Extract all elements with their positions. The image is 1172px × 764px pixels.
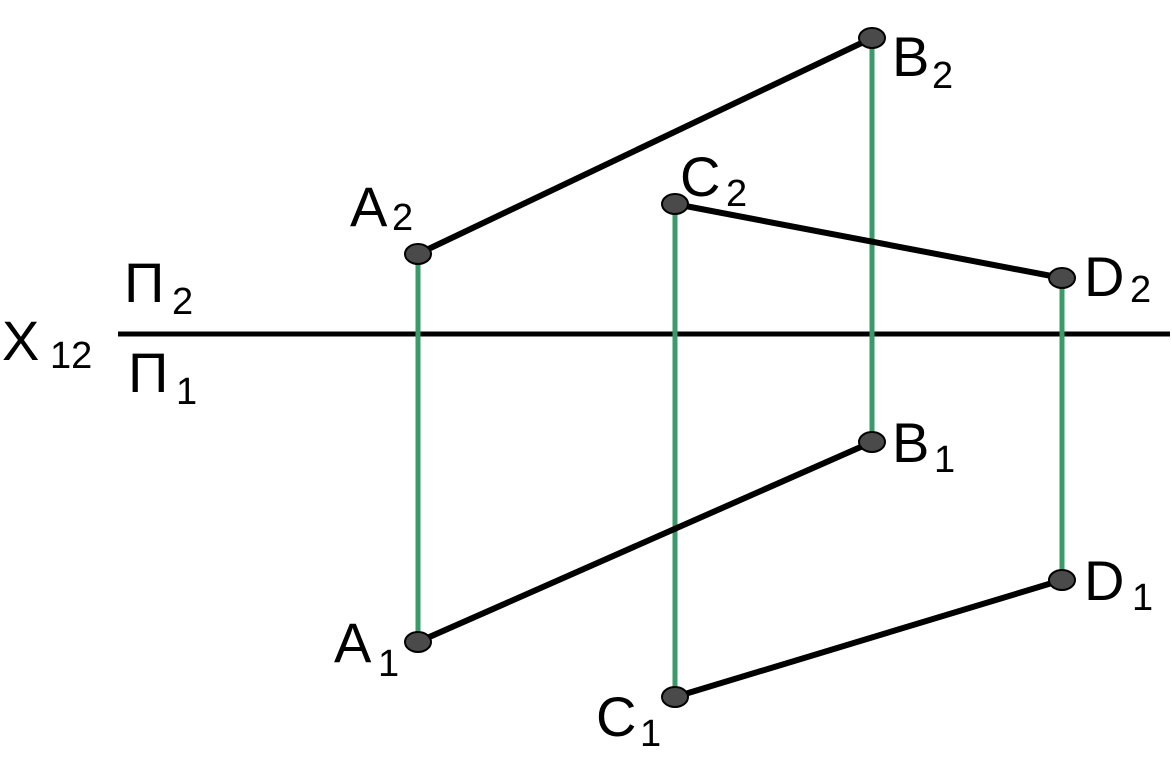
label-c1-letter: C: [596, 685, 636, 748]
point-c1: [661, 686, 689, 708]
label-c1-subscript: 1: [640, 713, 661, 755]
plane-label-upper-letter: Π: [124, 251, 164, 314]
label-d2-subscript: 2: [1130, 269, 1151, 311]
axis-label-subscript: 12: [50, 335, 92, 377]
label-d1-letter: D: [1084, 549, 1124, 612]
label-c2-letter: C: [680, 145, 720, 208]
segment-a1-b1: [416, 439, 874, 645]
point-d2: [1048, 267, 1076, 289]
label-b2-subscript: 2: [932, 55, 953, 97]
segment-c1-d1: [674, 577, 1063, 700]
label-d2-letter: D: [1084, 245, 1124, 308]
plane-label-lower-subscript: 1: [176, 371, 197, 413]
label-c2-subscript: 2: [726, 173, 747, 215]
label-a1-subscript: 1: [378, 643, 399, 685]
axis-label-letter: X: [2, 309, 39, 372]
point-c2: [661, 193, 689, 215]
segment-a2-b2: [416, 35, 874, 257]
label-b2-letter: B: [892, 25, 929, 88]
plane-label-upper-subscript: 2: [172, 281, 193, 323]
label-a1-letter: A: [334, 611, 372, 674]
segment-c2-d2: [674, 201, 1063, 281]
point-d1: [1048, 569, 1076, 591]
label-a2-subscript: 2: [392, 197, 413, 239]
plane-label-lower-letter: Π: [128, 341, 168, 404]
point-b1: [858, 431, 886, 453]
label-a2-letter: A: [350, 175, 388, 238]
label-b1-letter: B: [892, 411, 929, 474]
label-d1-subscript: 1: [1132, 577, 1153, 619]
point-a2: [404, 243, 432, 265]
point-b2: [858, 27, 886, 49]
point-a1: [404, 631, 432, 653]
label-b1-subscript: 1: [934, 439, 955, 481]
